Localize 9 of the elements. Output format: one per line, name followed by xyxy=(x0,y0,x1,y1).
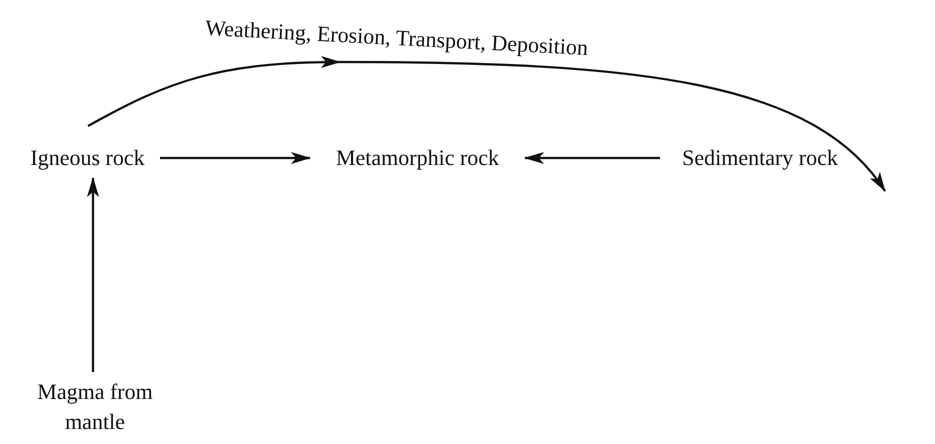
node-label: Metamorphic rock xyxy=(334,144,500,172)
arrow xyxy=(87,177,99,372)
arrow xyxy=(87,56,886,192)
node-label: Igneous rock xyxy=(29,144,146,172)
arrow xyxy=(524,152,660,164)
arrow xyxy=(160,152,311,164)
node-label: Magma from mantle xyxy=(36,378,154,436)
edge-label: Weathering, Erosion, Transport, Deposition xyxy=(204,15,589,61)
node-label: Sedimentary rock xyxy=(681,144,839,172)
